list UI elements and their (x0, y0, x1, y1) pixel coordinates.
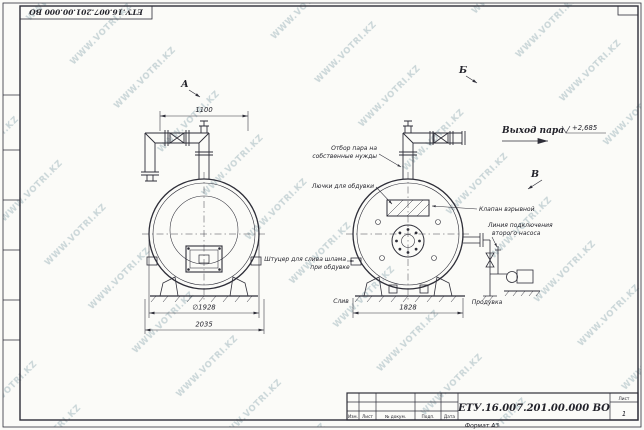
annotation-second-pump-2: второго насоса (492, 230, 541, 237)
annotation-blow-hatches: Лючки для обдувки (311, 183, 374, 190)
annotations-b: Отбор пара на собственные нужды Лючки дл… (264, 145, 553, 306)
boiler-rear-view: Отбор пара на собственные нужды Лючки дл… (264, 65, 606, 318)
view-a-arrow (188, 89, 201, 98)
manhole-flange (391, 224, 425, 258)
side-nozzle-left (146, 256, 158, 266)
col-date: Дата (444, 414, 455, 420)
annotation-steam-outlet: Выход пара (501, 126, 564, 136)
shell-outer-b (352, 178, 464, 290)
feed-pump (504, 269, 541, 297)
annotation-sludge-1: Штуцер для слива шлама (264, 256, 346, 263)
valve-icon (433, 132, 449, 144)
col-izm: Изм. (348, 414, 358, 420)
inner-frame (19, 5, 639, 421)
bottom-nozzle-left (388, 284, 398, 294)
dim-overall-width: 2035 (195, 321, 212, 329)
annotation-own-needs-2: собственные нужды (312, 153, 377, 160)
explosion-valve-hatch (386, 199, 430, 217)
valve-icon (169, 132, 185, 144)
col-sign: Подп. (421, 414, 434, 420)
elevation-mark-icon (561, 125, 606, 134)
col-list: Лист (362, 414, 373, 420)
doc-number-rotated: ЕТУ.16.007.201.00.000 ВО (29, 8, 144, 17)
format-label: Формат А3 (465, 423, 499, 430)
shell-inner-a (152, 182, 256, 286)
dimensions-a: 1100 ∅1928 2035 (144, 106, 265, 334)
view-b-label: Б (458, 65, 467, 76)
bottom-nozzle-right (419, 284, 429, 294)
annotation-explosion-valve: Клапан взрывной (479, 206, 535, 213)
col-doc: № докум. (385, 414, 406, 420)
access-door (185, 245, 223, 273)
dim-elevation: +2,685 (572, 124, 597, 132)
title-block-doc-number: ЕТУ.16.007.201.00.000 ВО (457, 403, 610, 414)
steam-piping-b (399, 120, 466, 179)
annotation-drain: Слив (333, 298, 349, 305)
title-block: Изм. Лист № докум. Подп. Дата ЕТУ.16.007… (346, 392, 639, 430)
annotation-second-pump-1: Линия подключения (487, 222, 553, 229)
dimensions-b: 1828 (352, 298, 464, 318)
steam-piping-a (141, 120, 213, 182)
shell-outer-a (148, 178, 260, 290)
saddle-supports-b (354, 276, 465, 303)
view-b-arrow (465, 75, 478, 84)
watermark-layer (3, 3, 641, 427)
sheet-number: 1 (622, 410, 626, 418)
blow-hatch-nozzles (375, 219, 441, 261)
sheet-label: Лист (619, 396, 630, 402)
centerlines-b (346, 172, 470, 302)
left-strip-dividers (3, 94, 20, 341)
doc-number-cell (19, 5, 153, 20)
view-v-arrow (527, 179, 543, 190)
dim-shell-diameter: ∅1928 (192, 304, 216, 312)
side-nozzle-right (250, 256, 262, 266)
boiler-front-view: 1100 ∅1928 2035 А (141, 79, 266, 334)
annotation-own-needs-1: Отбор пара на (331, 145, 377, 152)
blowdown-piping (463, 233, 541, 302)
dim-pipe-width: 1100 (195, 106, 212, 114)
corner-cell (617, 5, 639, 16)
annotation-sludge-2: при обдувке (310, 264, 350, 271)
blowdown-valve-icon (485, 252, 495, 268)
steam-outlet-callout: Выход пара +2,685 (501, 124, 606, 145)
view-v-label: В (530, 169, 539, 180)
centerlines-a (142, 172, 266, 302)
annotation-blowdown: Продувка (472, 299, 503, 306)
saddle-supports-a (150, 276, 258, 303)
view-a-label: А (180, 79, 189, 90)
dim-base-width: 1828 (399, 304, 417, 312)
flue-tube-a (169, 195, 239, 265)
shell-inner-b (356, 182, 460, 286)
